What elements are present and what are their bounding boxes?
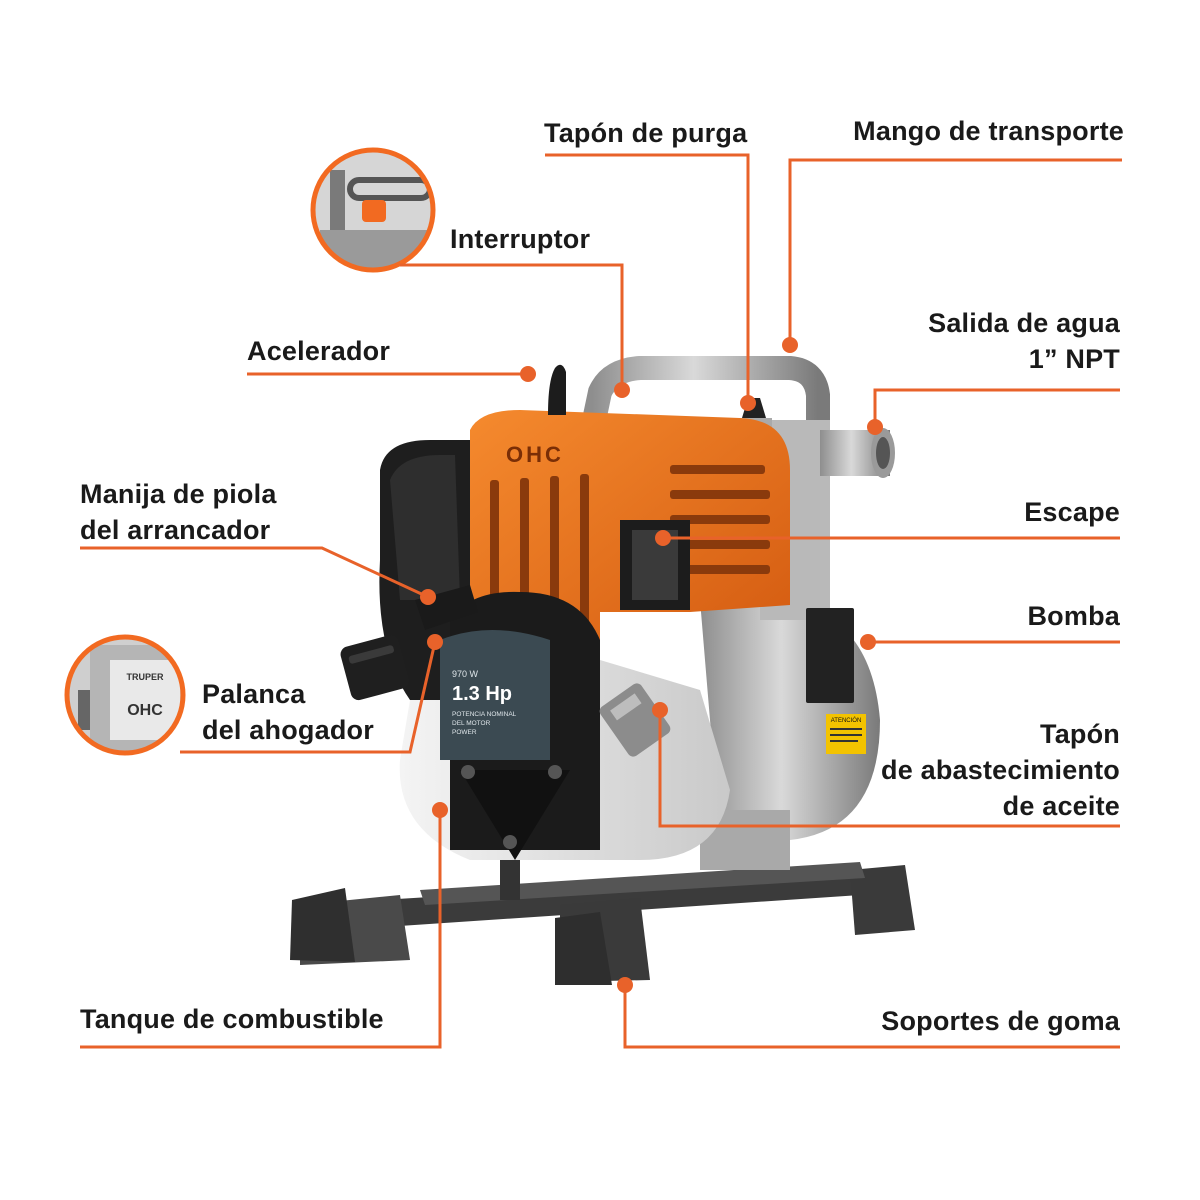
badge-caption-2: DEL MOTOR [452, 720, 491, 727]
label-tapon-aceite: Tapón de abastecimiento de aceite [881, 716, 1120, 824]
label-text: Soportes de goma [881, 1006, 1120, 1036]
label-soportes-goma: Soportes de goma [881, 1003, 1120, 1039]
label-tapon-purga: Tapón de purga [544, 115, 747, 151]
leader-tapon-aceite [658, 710, 1120, 828]
label-text: Interruptor [450, 224, 591, 254]
leader-tanque [80, 810, 442, 1049]
leader-salida [873, 388, 1120, 425]
warning-title: ATENCIÓN [831, 717, 862, 724]
motor-badge: 970 W 1.3 Hp POTENCIA NOMINAL DEL MOTOR … [440, 630, 550, 760]
leader-manija [80, 546, 429, 599]
water-outlet [820, 428, 895, 478]
label-line-1: Tapón [1040, 719, 1120, 749]
label-line-2: del arrancador [80, 515, 271, 545]
label-line-2: de abastecimiento [881, 755, 1120, 785]
label-mango-transporte: Mango de transporte [853, 113, 1124, 149]
badge-caption-1: POTENCIA NOMINAL [452, 711, 517, 718]
label-manija-piola: Manija de piola del arrancador [80, 476, 277, 548]
leader-lines [80, 153, 1122, 1049]
leader-dots [420, 337, 883, 993]
label-bomba: Bomba [1027, 598, 1120, 634]
label-interruptor: Interruptor [450, 221, 590, 257]
label-line-3: de aceite [1002, 791, 1120, 821]
base-frame [290, 862, 915, 985]
oil-fill-plug [599, 683, 671, 757]
inset-brand-text: TRUPER [126, 672, 164, 682]
label-line-1: Palanca [202, 679, 306, 709]
label-line-2: 1” NPT [1028, 344, 1120, 374]
inset-ohc-text: OHC [127, 702, 163, 719]
switch-inset-icon [310, 147, 436, 273]
choke-lever-inset-icon: TRUPER OHC [64, 634, 186, 756]
badge-watts: 970 W [452, 669, 479, 679]
label-text: Tanque de combustible [80, 1004, 384, 1034]
label-line-1: Manija de piola [80, 479, 277, 509]
label-tanque-combustible: Tanque de combustible [80, 1001, 384, 1037]
label-text: Bomba [1027, 601, 1120, 631]
housing-ohc-text: OHC [506, 442, 564, 467]
fuel-cap [340, 634, 410, 701]
label-escape: Escape [1024, 494, 1120, 530]
leader-mango [788, 158, 1122, 345]
leader-interruptor [400, 263, 624, 388]
label-text: Tapón de purga [544, 118, 748, 148]
leader-palanca [180, 641, 437, 754]
label-salida-agua: Salida de agua 1” NPT [928, 305, 1120, 377]
label-line-1: Salida de agua [928, 308, 1120, 338]
label-text: Escape [1024, 497, 1120, 527]
label-text: Acelerador [247, 336, 391, 366]
label-text: Mango de transporte [853, 116, 1124, 146]
carry-handle [580, 356, 830, 612]
label-line-2: del ahogador [202, 715, 374, 745]
throttle-lever [548, 364, 566, 415]
leader-soportes [623, 985, 1120, 1049]
leader-tapon-purga [545, 153, 750, 400]
label-acelerador: Acelerador [247, 333, 390, 369]
label-palanca-ahogador: Palanca del ahogador [202, 676, 374, 748]
badge-caption-3: POWER [452, 729, 477, 736]
badge-hp: 1.3 Hp [452, 683, 512, 705]
